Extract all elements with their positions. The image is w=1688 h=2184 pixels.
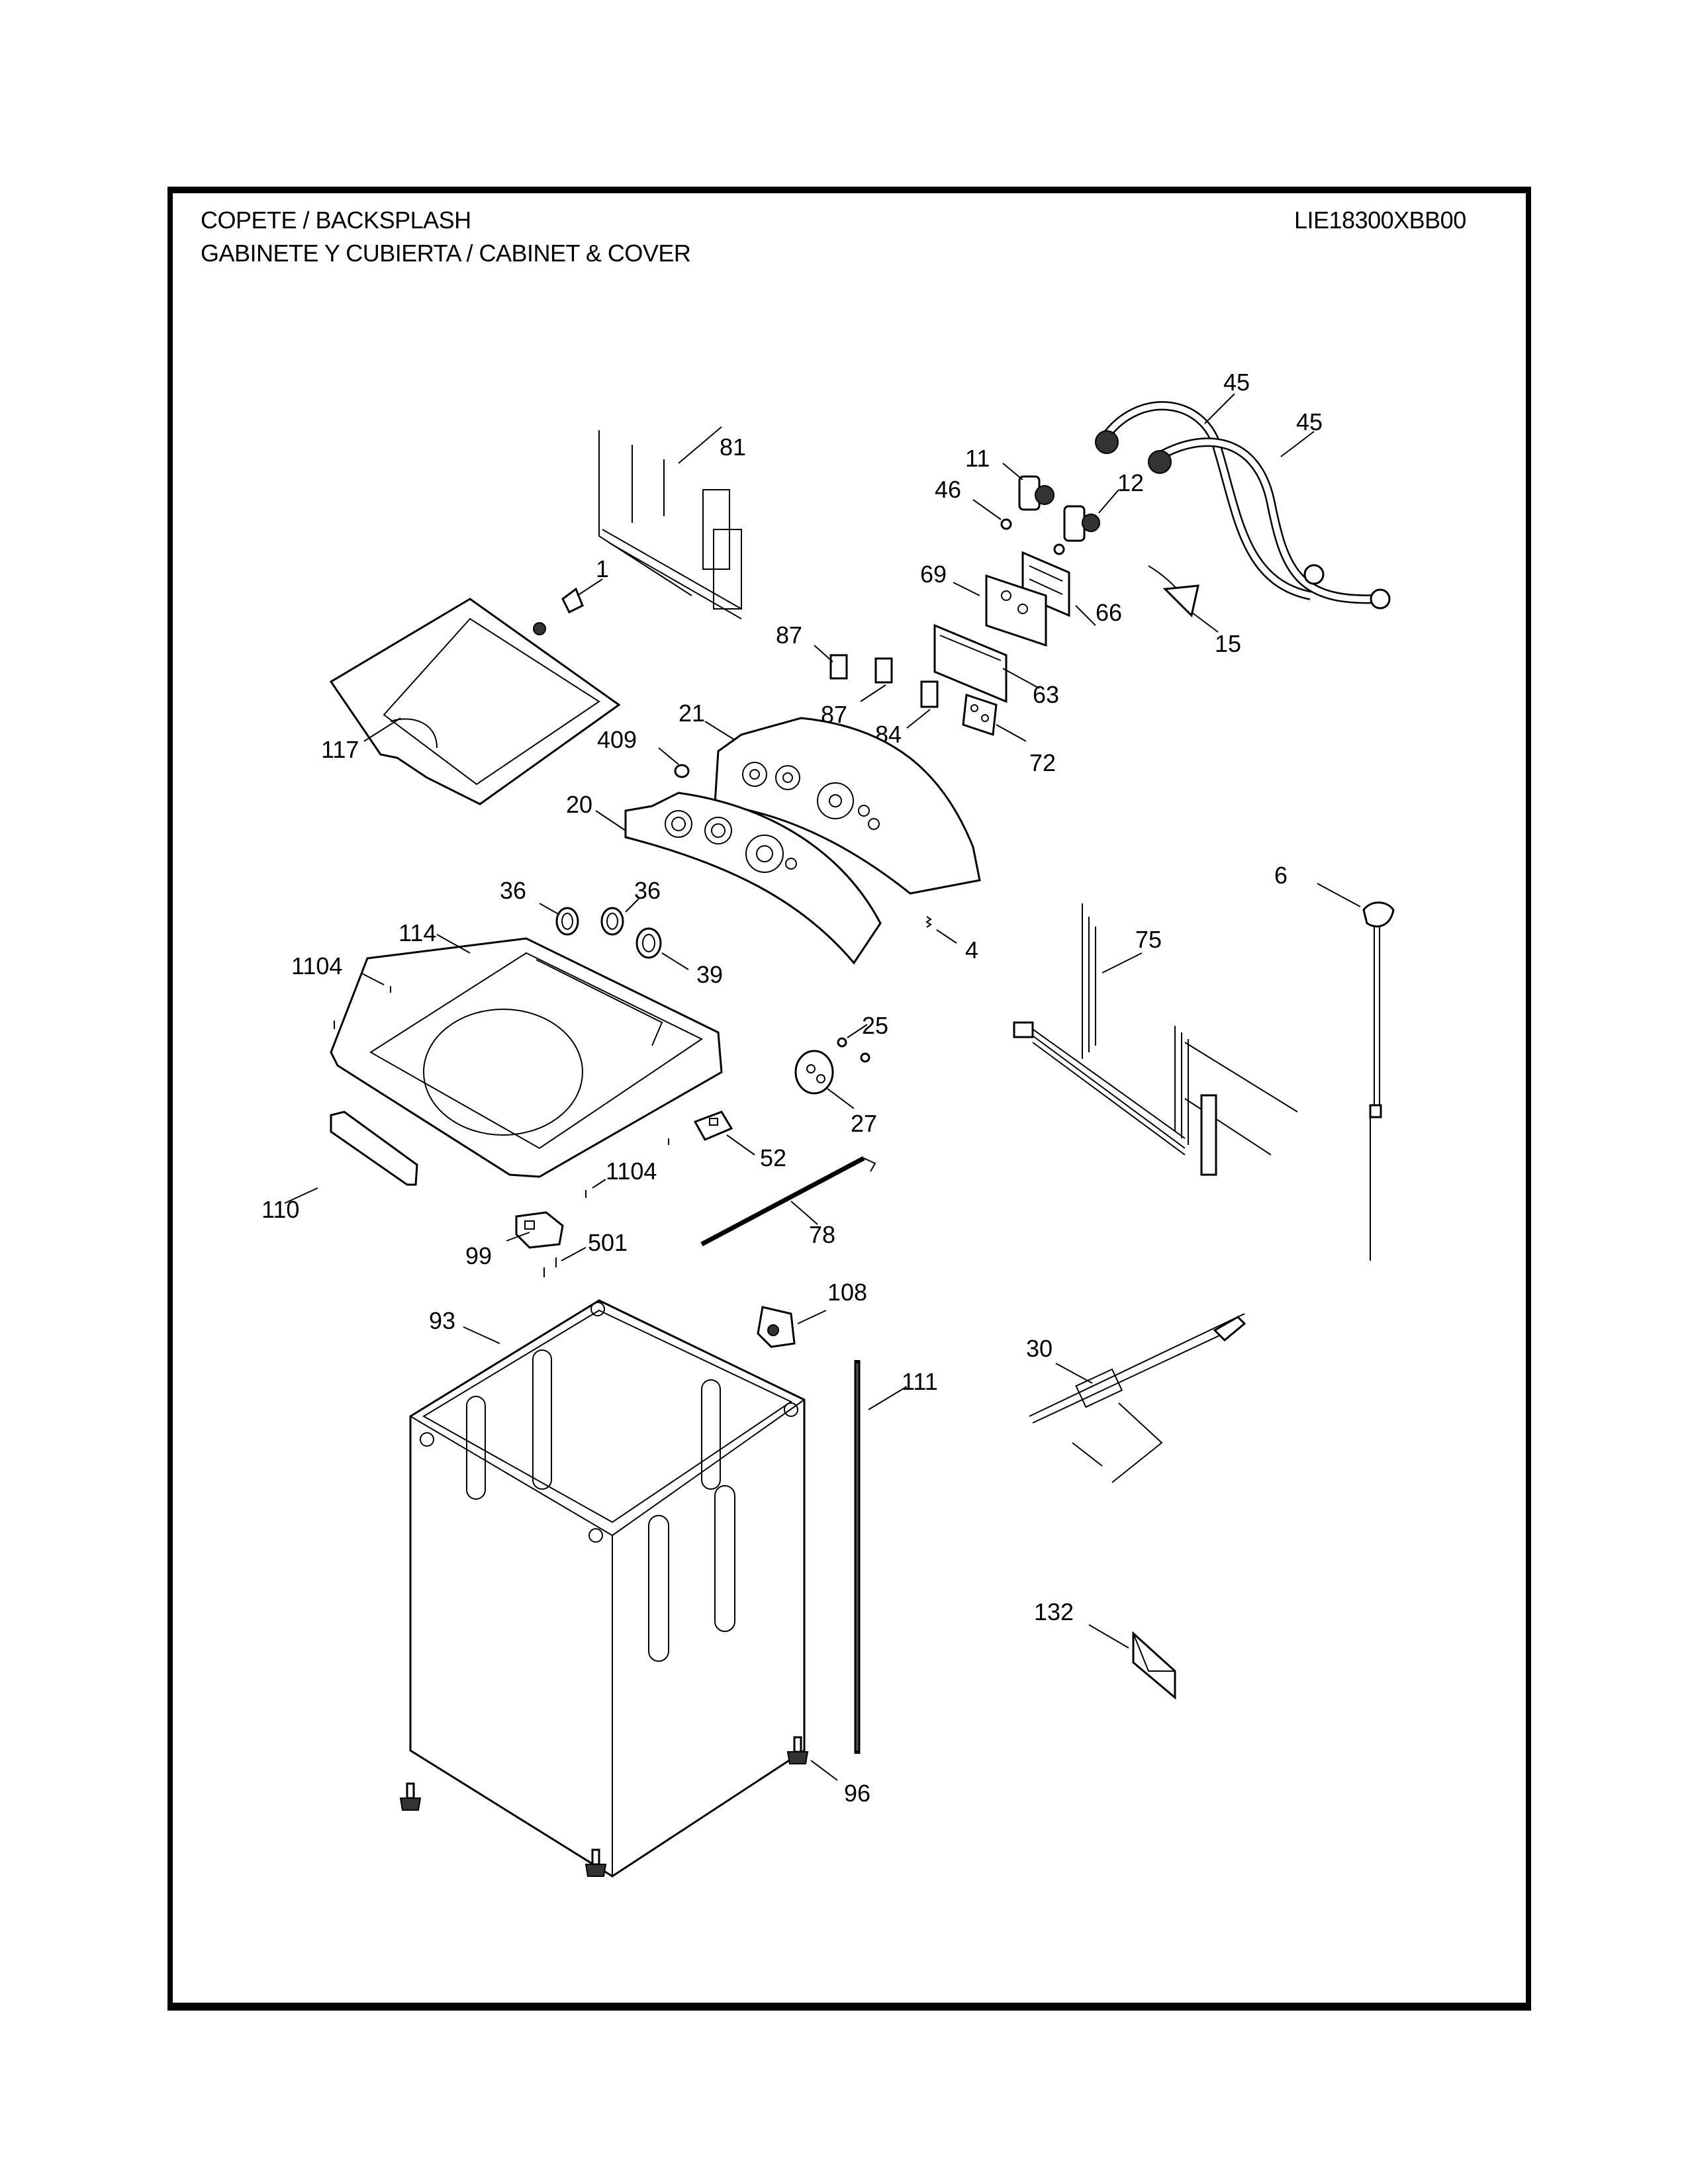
part-110-front-cover[interactable] bbox=[330, 1111, 418, 1186]
callout-93: 93 bbox=[429, 1307, 455, 1334]
part-93-cabinet[interactable] bbox=[409, 1299, 806, 1878]
callout-132: 132 bbox=[1034, 1598, 1074, 1625]
callout-12: 12 bbox=[1117, 469, 1144, 496]
callout-11: 11 bbox=[965, 445, 990, 472]
part-72-switch[interactable] bbox=[962, 693, 998, 737]
part-36-knob-a[interactable] bbox=[555, 907, 579, 936]
part-99-lid-switch[interactable] bbox=[515, 1211, 564, 1249]
title-backsplash: COPETE / BACKSPLASH bbox=[201, 206, 471, 234]
callout-1: 1 bbox=[596, 555, 609, 582]
part-114-top-cover[interactable] bbox=[330, 937, 723, 1178]
callout-36-a: 36 bbox=[500, 877, 526, 904]
callout-409: 409 bbox=[597, 726, 637, 753]
part-36-knob-b[interactable] bbox=[600, 907, 624, 936]
callout-20: 20 bbox=[566, 791, 592, 818]
callout-75: 75 bbox=[1135, 926, 1162, 953]
part-108-bracket[interactable] bbox=[757, 1306, 796, 1348]
part-409-plug[interactable] bbox=[674, 764, 690, 778]
callout-99: 99 bbox=[465, 1242, 492, 1269]
callout-87-a: 87 bbox=[776, 621, 802, 649]
part-21-backsplash[interactable] bbox=[714, 717, 981, 895]
part-25-button[interactable] bbox=[837, 1037, 870, 1063]
part-12-inlet-valve[interactable] bbox=[1063, 505, 1100, 542]
part-20-control-panel[interactable] bbox=[624, 792, 882, 965]
part-84-switch[interactable] bbox=[920, 680, 939, 708]
part-87-switch-a[interactable] bbox=[829, 654, 848, 680]
model-number: LIE18300XBB00 bbox=[1294, 206, 1466, 234]
part-45-inlet-hose[interactable] bbox=[1095, 401, 1391, 610]
callout-110: 110 bbox=[261, 1196, 299, 1223]
part-39-knob[interactable] bbox=[635, 927, 662, 959]
title-cabinet-cover: GABINETE Y CUBIERTA / CABINET & COVER bbox=[201, 240, 691, 267]
part-117-lid[interactable] bbox=[329, 598, 621, 805]
part-1104-screw-a[interactable] bbox=[334, 986, 391, 1029]
callout-78: 78 bbox=[809, 1221, 835, 1248]
part-46-filter-screen[interactable] bbox=[1000, 518, 1065, 555]
callout-69: 69 bbox=[920, 561, 947, 588]
callout-21: 21 bbox=[679, 700, 705, 727]
callout-96: 96 bbox=[844, 1780, 870, 1807]
callout-4: 4 bbox=[965, 936, 978, 964]
callout-45-a: 45 bbox=[1223, 369, 1250, 396]
callout-25: 25 bbox=[862, 1012, 888, 1039]
part-96-leveling-leg[interactable] bbox=[399, 1736, 809, 1877]
part-1-hinge-cap[interactable] bbox=[561, 587, 584, 614]
part-69-control-board[interactable] bbox=[985, 574, 1047, 647]
part-52-bracket[interactable] bbox=[693, 1111, 733, 1141]
part-30-wire-harness[interactable] bbox=[1029, 1313, 1246, 1483]
callout-27: 27 bbox=[851, 1110, 877, 1137]
callout-117: 117 bbox=[321, 736, 359, 763]
callout-81: 81 bbox=[720, 433, 746, 461]
callout-66: 66 bbox=[1096, 599, 1122, 626]
callout-72: 72 bbox=[1029, 749, 1056, 776]
callout-111: 111 bbox=[902, 1368, 938, 1395]
part-75-wire-harness[interactable] bbox=[1013, 903, 1298, 1176]
part-501-screw[interactable] bbox=[543, 1257, 557, 1277]
callout-52: 52 bbox=[760, 1144, 786, 1171]
callout-45-b: 45 bbox=[1296, 408, 1323, 435]
callout-114: 114 bbox=[399, 919, 436, 946]
callout-501: 501 bbox=[588, 1229, 628, 1256]
callout-1104-a: 1104 bbox=[291, 952, 342, 979]
callout-30: 30 bbox=[1026, 1335, 1053, 1362]
part-27-pressure-switch[interactable] bbox=[794, 1050, 834, 1095]
callout-6: 6 bbox=[1274, 862, 1288, 889]
callout-36-b: 36 bbox=[634, 877, 661, 904]
part-1104-screw-b[interactable] bbox=[585, 1138, 669, 1198]
callout-15: 15 bbox=[1215, 630, 1241, 657]
part-63-board-cover[interactable] bbox=[933, 623, 1008, 704]
part-87-switch-b[interactable] bbox=[874, 657, 893, 684]
callout-63: 63 bbox=[1033, 681, 1059, 708]
part-132-manual[interactable] bbox=[1132, 1631, 1176, 1700]
part-78-lid-rod[interactable] bbox=[700, 1156, 876, 1247]
part-6-pressure-hose[interactable] bbox=[1362, 901, 1395, 1261]
callout-1104-b: 1104 bbox=[606, 1158, 657, 1185]
part-11-inlet-valve[interactable] bbox=[1018, 475, 1055, 511]
page-frame bbox=[167, 187, 1531, 2011]
part-15-hose-clamp[interactable] bbox=[1148, 565, 1199, 617]
callout-108: 108 bbox=[827, 1279, 867, 1306]
part-4-spring[interactable] bbox=[925, 916, 932, 928]
callout-39: 39 bbox=[696, 961, 723, 988]
part-81-wire-harness[interactable] bbox=[598, 430, 742, 619]
callout-46: 46 bbox=[935, 476, 961, 503]
